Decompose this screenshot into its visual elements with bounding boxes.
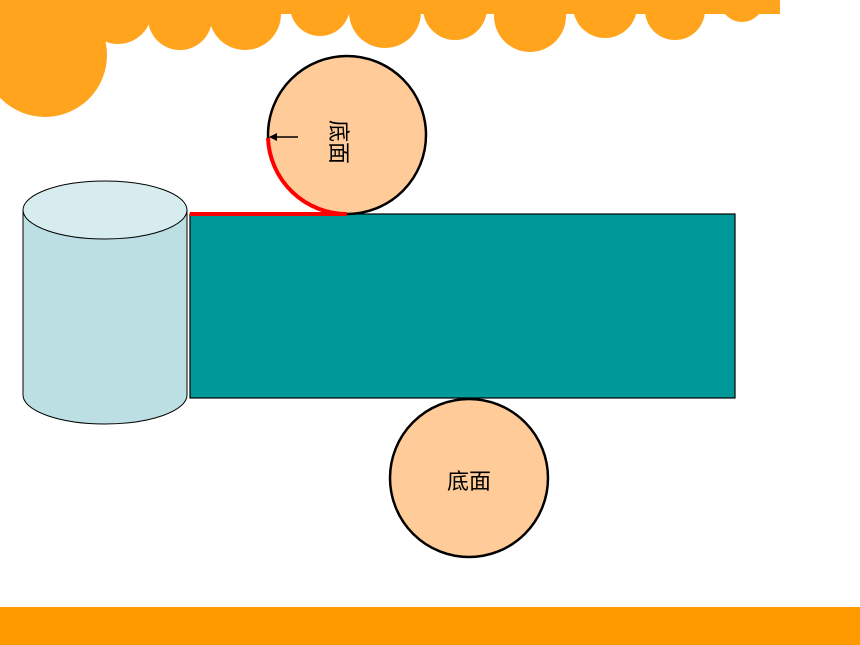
cylinder-3d (22, 180, 188, 425)
bottom-base-label: 底面 (447, 470, 491, 495)
red-edge-arc (266, 137, 348, 216)
arrow-icon (269, 133, 298, 141)
top-base-label: 底面 (325, 120, 350, 164)
red-rolling-edge (190, 137, 348, 216)
cylinder-top-ellipse (22, 180, 188, 240)
bottom-orange-bar (0, 607, 860, 645)
lateral-surface-rectangle (189, 213, 736, 399)
bottom-base-circle: 底面 (388, 397, 550, 559)
top-cloud-decoration (0, 0, 780, 117)
